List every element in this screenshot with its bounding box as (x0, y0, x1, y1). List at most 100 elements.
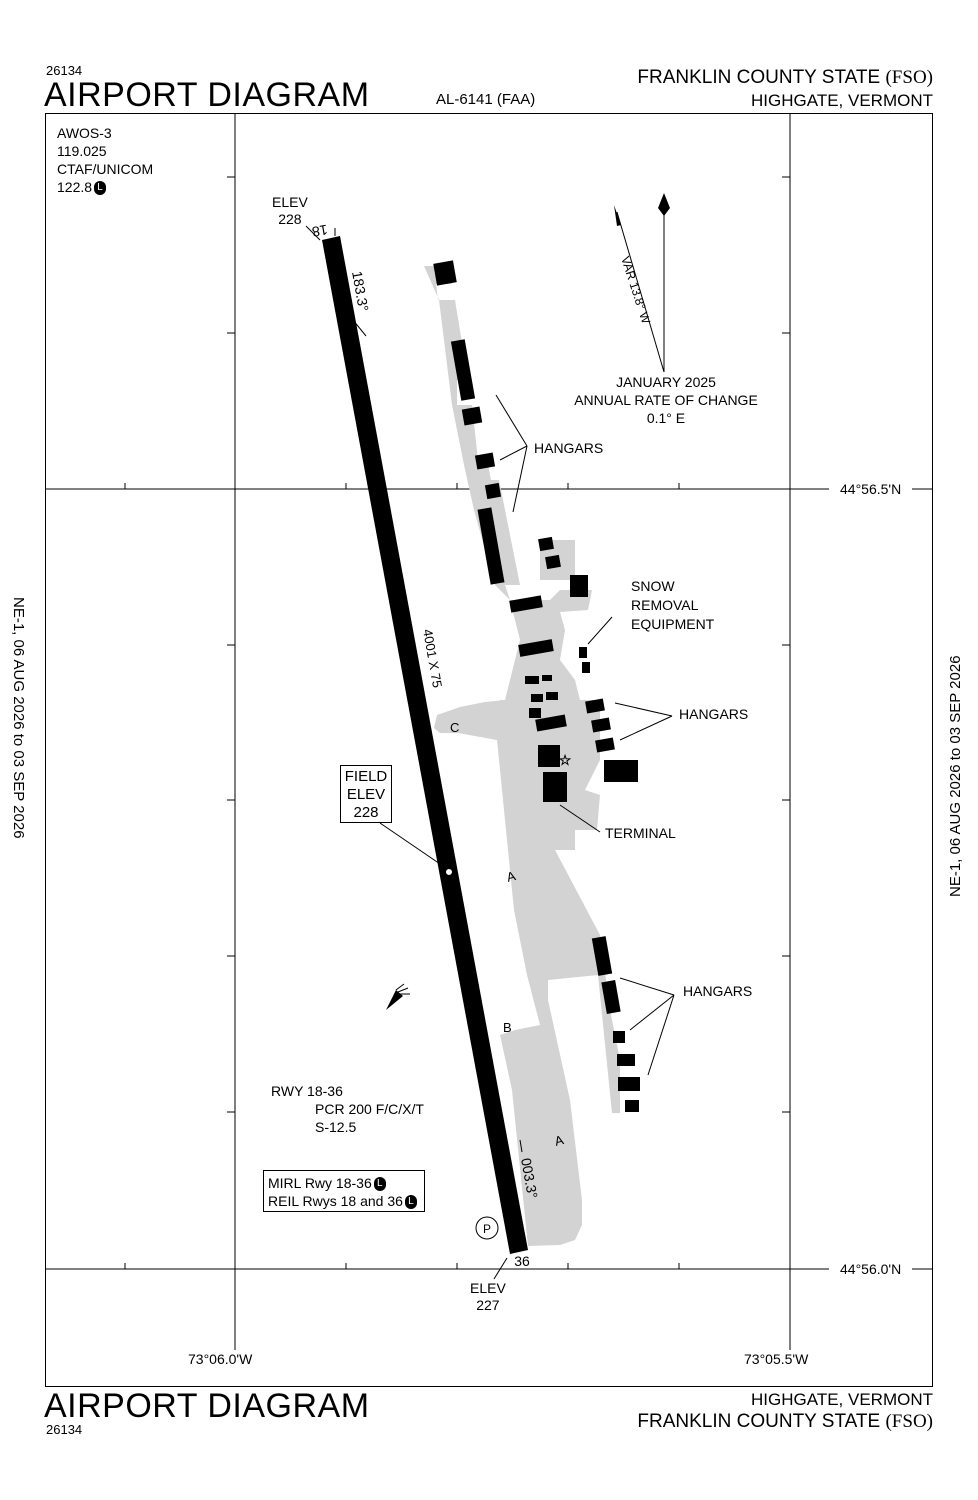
ctaf-freq: 122.8 (57, 179, 93, 195)
lighting-line2: REIL Rwys 18 and 36 (268, 1193, 403, 1209)
lat-north-label: 44°56.5'N (840, 481, 902, 497)
main-apron (500, 700, 555, 900)
lat-lon-grid (45, 113, 933, 1350)
lighting-l-icon: L (94, 181, 107, 196)
right-cycle-text: NE-1, 06 AUG 2026 to 03 SEP 2026 (947, 655, 964, 897)
hangar (617, 1054, 635, 1066)
hangar (618, 1077, 640, 1091)
hangar (484, 482, 502, 500)
true-north-arrow (658, 193, 670, 216)
diagram-frame (45, 113, 933, 1387)
wind-cone-icon (386, 983, 410, 1010)
hangar (535, 714, 567, 732)
building (546, 692, 558, 700)
building (525, 676, 539, 684)
procedure-number-bottom: 26134 (46, 1422, 83, 1437)
rwy-info-line2: PCR 200 F/C/X/T (315, 1101, 424, 1117)
hangar (477, 507, 505, 585)
snow-removal-bldg (582, 662, 590, 673)
airport-name-text-bottom: FRANKLIN COUNTY STATE (637, 1411, 881, 1432)
procedure-number-top: 26134 (46, 63, 83, 78)
mag-rate-label: ANNUAL RATE OF CHANGE (574, 392, 758, 408)
chart-id: AL-6141 (FAA) (436, 91, 536, 108)
runway-18-36 (322, 236, 528, 1254)
awos-label: AWOS-3 (57, 125, 112, 141)
terminal-bldg (538, 745, 560, 767)
lon-east-label: 73°05.5'W (744, 1351, 809, 1367)
snow-removal-label: SNOW REMOVAL EQUIPMENT (631, 577, 714, 634)
snow-line1: SNOW (631, 578, 675, 594)
taxiway-c: C (450, 720, 459, 735)
terminal-label: TERMINAL (605, 825, 676, 841)
chart-title-top: AIRPORT DIAGRAM (44, 76, 370, 114)
field-elev-line1: FIELD (344, 768, 388, 785)
airport-name-text: FRANKLIN COUNTY STATE (637, 67, 881, 88)
runway-info: RWY 18-36 PCR 200 F/C/X/T S-12.5 (271, 1082, 424, 1136)
runway-18-id: 18 (311, 222, 329, 240)
building (545, 554, 561, 570)
heading-south: 003.3° (518, 1157, 541, 1200)
leader-lines (305, 225, 675, 1280)
rwy-info-line3: S-12.5 (315, 1119, 357, 1135)
building (433, 260, 457, 286)
parking-circle (475, 1216, 499, 1240)
hangar (474, 452, 496, 470)
mag-date: JANUARY 2025 (616, 374, 716, 390)
lighting-l-icon: L (404, 1195, 417, 1210)
hangar (509, 595, 543, 613)
magnetic-variation-arrows (614, 193, 670, 373)
rwy-info-line1: RWY 18-36 (271, 1083, 343, 1099)
taxiway-a-lower: A (553, 1132, 566, 1149)
mag-rate-value: 0.1° E (646, 410, 686, 426)
lighting-line1: MIRL Rwy 18-36 (268, 1175, 372, 1191)
lon-west-label: 73°06.0'W (188, 1351, 253, 1367)
building (542, 675, 552, 681)
elev-south: ELEV 227 (470, 1280, 506, 1314)
var-label: VAR 13.8° W (618, 255, 653, 326)
elev-north-value: 228 (278, 211, 302, 227)
chart-title-bottom: AIRPORT DIAGRAM (44, 1387, 370, 1425)
heading-north: 183.3° (349, 270, 372, 313)
awos-freq: 119.025 (57, 143, 107, 159)
lighting-l-icon: L (373, 1177, 386, 1192)
airport-name-bottom: FRANKLIN COUNTY STATE (FSO) (637, 1411, 933, 1433)
hangars-label-3: HANGARS (683, 983, 753, 999)
field-elev-box: FIELD ELEV 228 (340, 765, 392, 823)
hangar (595, 737, 615, 753)
hangar (585, 698, 605, 714)
hangar (461, 406, 483, 426)
elev-north-label: ELEV (272, 194, 308, 210)
hangar (450, 339, 476, 401)
elev-south-label: ELEV (470, 1280, 506, 1296)
magnetic-note: JANUARY 2025 ANNUAL RATE OF CHANGE 0.1° … (566, 373, 766, 427)
snow-line3: EQUIPMENT (631, 616, 715, 632)
parking-label: P (483, 1222, 491, 1236)
taxiway-b: B (503, 1020, 512, 1035)
magnetic-north-arrow (614, 205, 621, 226)
ctaf-label: CTAF/UNICOM (57, 161, 154, 177)
hangar (570, 575, 588, 597)
city-state-top: HIGHGATE, VERMONT (751, 91, 933, 110)
hangar (591, 717, 611, 733)
airport-id-bottom: (FSO) (885, 1411, 933, 1432)
airport-name-top: FRANKLIN COUNTY STATE (FSO) (637, 67, 933, 89)
field-elev-value: 228 (353, 804, 379, 821)
lat-south-label: 44°56.0'N (840, 1261, 902, 1277)
elev-north: ELEV 228 (272, 194, 308, 228)
field-elev-line2: ELEV (346, 786, 386, 803)
hangar (604, 760, 638, 782)
airport-id: (FSO) (885, 67, 933, 88)
hangar (625, 1100, 639, 1112)
terminal-bldg (543, 772, 567, 802)
hangars-label-2: HANGARS (679, 706, 749, 722)
hangar (601, 980, 621, 1014)
hangar (518, 639, 554, 657)
hangar (613, 1031, 625, 1043)
hangar (591, 936, 613, 976)
